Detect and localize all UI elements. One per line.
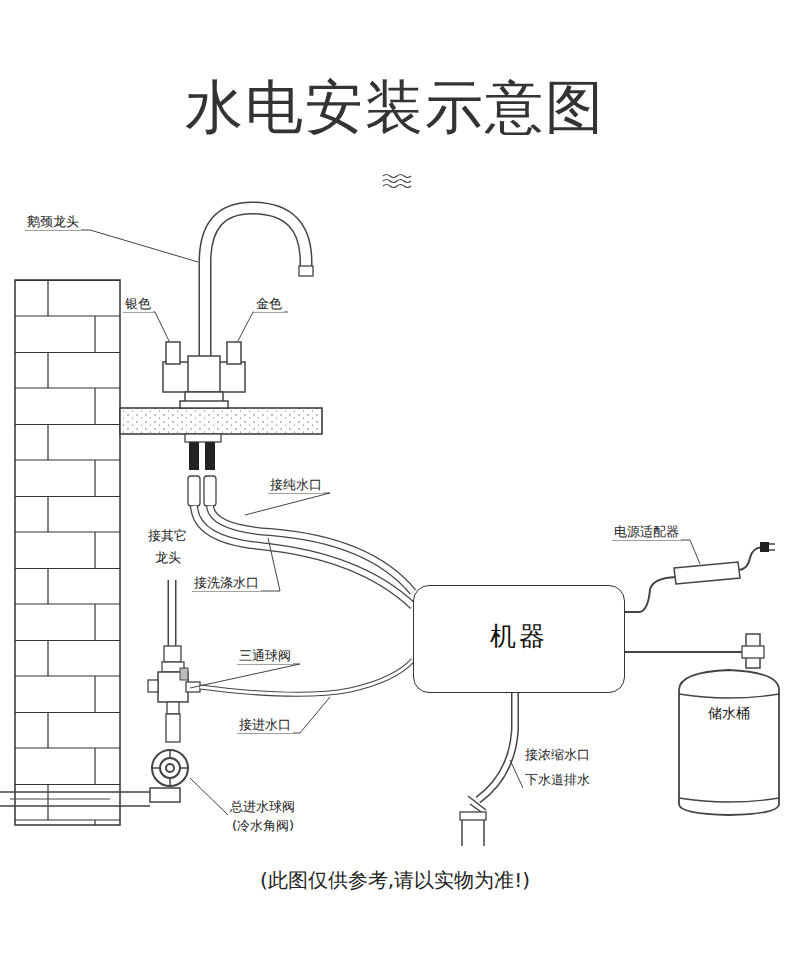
part-label: 接浓缩水口	[523, 747, 592, 763]
part-label: (冷水角阀)	[230, 818, 296, 834]
tank-outline	[676, 628, 782, 818]
title: 水电安装示意图	[0, 72, 790, 142]
part-label: 接洗涤水口	[192, 575, 261, 591]
caption: (此图仅供参考,请以实物为准!)	[0, 866, 790, 894]
part-label: 金色	[254, 296, 284, 312]
part-label: 下水道排水	[523, 772, 592, 788]
part-label: 接纯水口	[268, 477, 324, 493]
part-label: 电源适配器	[612, 524, 681, 540]
tank-label: 储水桶	[676, 704, 782, 722]
machine-box: 机器	[413, 585, 625, 693]
machine-label: 机器	[414, 620, 624, 652]
part-label: 接进水口	[237, 717, 293, 733]
part-label: 鹅颈龙头	[25, 214, 81, 230]
tank-pipe	[625, 651, 676, 653]
part-label: 接其它龙头	[146, 525, 189, 569]
part-label: 三通球阀	[237, 648, 293, 664]
storage-tank: 储水桶	[676, 628, 782, 818]
part-label: 银色	[123, 296, 153, 312]
part-label: 总进水球阀	[228, 799, 297, 815]
